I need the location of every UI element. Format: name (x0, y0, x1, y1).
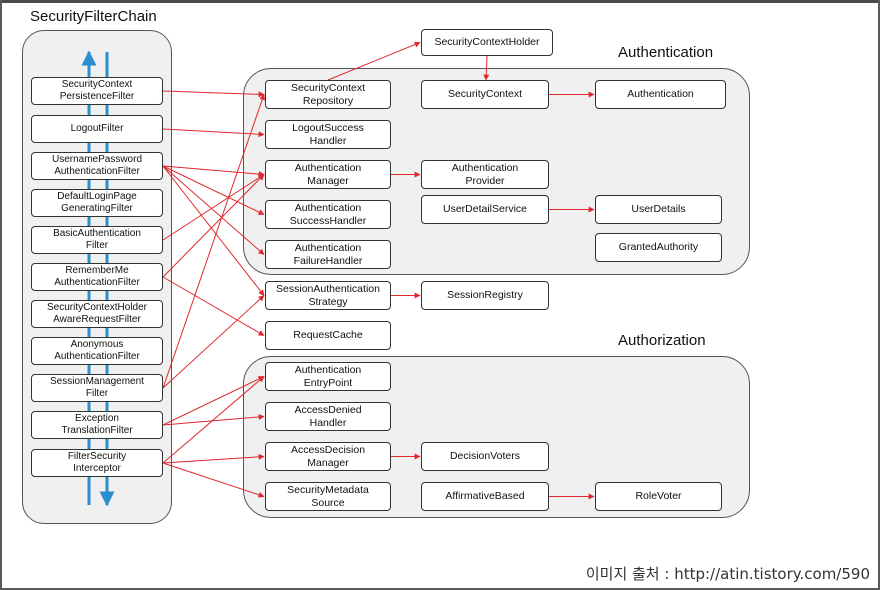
authentication-entry-point-box: Authentication EntryPoint (265, 362, 391, 391)
filter-9-box: Exception TranslationFilter (31, 411, 163, 439)
security-context-box: SecurityContext (421, 80, 549, 109)
session-authentication-strategy-box: SessionAuthentication Strategy (265, 281, 391, 310)
authentication-success-handler-box: Authentication SuccessHandler (265, 200, 391, 229)
filter-1-box: LogoutFilter (31, 115, 163, 143)
request-cache-box: RequestCache (265, 321, 391, 350)
access-decision-manager-box: AccessDecision Manager (265, 442, 391, 471)
filter-8-box: SessionManagement Filter (31, 374, 163, 402)
authentication-title: Authentication (618, 44, 714, 61)
authentication-failure-handler-box: Authentication FailureHandler (265, 240, 391, 269)
authentication-provider-box: Authentication Provider (421, 160, 549, 189)
filter-2-box: UsernamePassword AuthenticationFilter (31, 152, 163, 180)
security-context-repository-box: SecurityContext Repository (265, 80, 391, 109)
authentication-manager-box: Authentication Manager (265, 160, 391, 189)
decision-voters-box: DecisionVoters (421, 442, 549, 471)
granted-authority-box: GrantedAuthority (595, 233, 722, 262)
chain-title: SecurityFilterChain (30, 8, 157, 25)
filter-10-box: FilterSecurity Interceptor (31, 449, 163, 477)
filter-5-box: RememberMe AuthenticationFilter (31, 263, 163, 291)
user-detail-service-box: UserDetailService (421, 195, 549, 224)
session-registry-box: SessionRegistry (421, 281, 549, 310)
security-context-holder-box: SecurityContextHolder (421, 29, 553, 56)
user-details-box: UserDetails (595, 195, 722, 224)
affirmative-based-box: AffirmativeBased (421, 482, 549, 511)
source-caption: 이미지 출처 : http://atin.tistory.com/590 (585, 565, 870, 583)
authentication-box: Authentication (595, 80, 726, 109)
authorization-title: Authorization (618, 332, 706, 349)
filter-0-box: SecurityContext PersistenceFilter (31, 77, 163, 105)
filter-3-box: DefaultLoginPage GeneratingFilter (31, 189, 163, 217)
filter-4-box: BasicAuthentication Filter (31, 226, 163, 254)
access-denied-handler-box: AccessDenied Handler (265, 402, 391, 431)
security-metadata-source-box: SecurityMetadata Source (265, 482, 391, 511)
logout-success-handler-box: LogoutSuccess Handler (265, 120, 391, 149)
role-voter-box: RoleVoter (595, 482, 722, 511)
filter-6-box: SecurityContextHolder AwareRequestFilter (31, 300, 163, 328)
filter-7-box: Anonymous AuthenticationFilter (31, 337, 163, 365)
